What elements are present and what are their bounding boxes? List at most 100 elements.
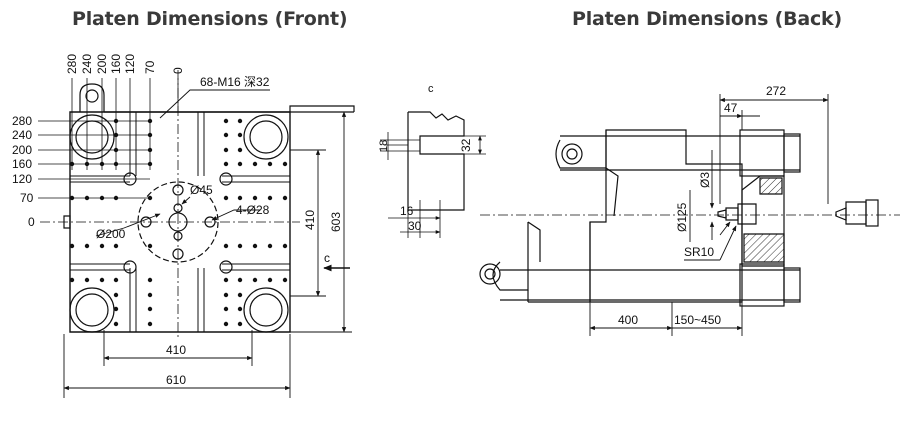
front-left-scale (38, 120, 150, 199)
thread-hole (223, 277, 229, 283)
thread-hole (223, 243, 229, 249)
thread-hole (84, 277, 90, 283)
detail-dim-32: 32 (459, 138, 473, 152)
front-annotations (95, 89, 270, 237)
front-top-scale (71, 78, 179, 170)
thread-hole (237, 161, 243, 167)
front-dimensions (63, 111, 352, 398)
back-dimensions (589, 94, 829, 336)
thread-hole (282, 195, 288, 201)
thread-hole (237, 243, 243, 249)
thread-hole (282, 277, 288, 283)
thread-hole (223, 195, 229, 201)
thread-hole (282, 243, 288, 249)
locating-ring-circle (137, 181, 219, 263)
dia-200-label: Ø200 (96, 227, 126, 241)
top-scale-200: 200 (95, 54, 109, 74)
back-title: Platen Dimensions (Back) (572, 8, 842, 30)
top-scale-70: 70 (143, 60, 157, 74)
dim-603: 603 (329, 212, 343, 232)
left-scale-160: 160 (12, 157, 32, 171)
dia-45-label: Ø45 (190, 183, 213, 197)
dim-410-horizontal: 410 (166, 343, 186, 357)
thread-hole (237, 195, 243, 201)
thread-note: 68-M16 深32 (200, 75, 270, 89)
thread-hole (147, 243, 153, 249)
thread-hole (252, 277, 258, 283)
thread-hole (237, 306, 243, 312)
thread-hole (237, 147, 243, 153)
thread-hole (147, 292, 153, 298)
back-sr10: SR10 (684, 245, 714, 259)
thread-hole (69, 277, 75, 283)
left-scale-240: 240 (12, 128, 32, 142)
detail-label-c: c (428, 83, 434, 95)
thread-hole (223, 321, 229, 327)
back-dim-272: 272 (766, 84, 786, 98)
thread-hole (223, 132, 229, 138)
thread-hole (99, 277, 105, 283)
thread-hole (237, 277, 243, 283)
platen-ear (79, 83, 105, 112)
left-scale-70: 70 (20, 191, 34, 205)
top-scale-240: 240 (80, 54, 94, 74)
t-slots (70, 112, 290, 332)
thread-hole (113, 243, 119, 249)
detail-dim-18: 18 (378, 140, 390, 152)
back-dim-150-450: 150~450 (674, 313, 721, 327)
top-scale-280: 280 (65, 54, 79, 74)
thread-hole (113, 277, 119, 283)
thread-hole (113, 321, 119, 327)
thread-hole (237, 118, 243, 124)
left-scale-120: 120 (12, 172, 32, 186)
thread-hole (113, 306, 119, 312)
thread-hole (147, 321, 153, 327)
thread-hole (237, 292, 243, 298)
left-scale-0: 0 (28, 215, 35, 229)
back-dia-3: Ø3 (698, 172, 712, 188)
back-dim-400: 400 (618, 313, 638, 327)
thread-hole (223, 306, 229, 312)
thread-hole (252, 195, 258, 201)
thread-hole (147, 277, 153, 283)
t-slot-detail-view (380, 111, 486, 238)
front-left-scale-labels: 280 240 200 160 120 70 0 (12, 114, 35, 229)
thread-hole (223, 147, 229, 153)
left-scale-200: 200 (12, 143, 32, 157)
thread-hole (223, 292, 229, 298)
thread-hole (282, 161, 288, 167)
back-platen-view (479, 129, 900, 307)
thread-hole (99, 243, 105, 249)
top-scale-0: 0 (171, 67, 185, 74)
thread-hole (252, 243, 258, 249)
thread-hole (237, 321, 243, 327)
front-top-scale-labels: 280 240 200 160 120 70 0 (65, 54, 185, 74)
thread-hole (223, 161, 229, 167)
thread-hole (267, 195, 273, 201)
thread-hole (267, 277, 273, 283)
dim-410-vertical: 410 (303, 210, 317, 230)
thread-hole (267, 243, 273, 249)
back-dim-47: 47 (724, 101, 738, 115)
thread-hole (69, 243, 75, 249)
thread-hole (113, 292, 119, 298)
detail-dim-16: 16 (400, 204, 414, 218)
thread-hole (252, 161, 258, 167)
dim-610: 610 (166, 373, 186, 387)
left-scale-280: 280 (12, 114, 32, 128)
thread-hole (237, 132, 243, 138)
front-title: Platen Dimensions (Front) (72, 8, 348, 30)
top-scale-120: 120 (123, 54, 137, 74)
tie-bar-holes (69, 114, 289, 333)
dia-28-label: 4-Ø28 (236, 203, 270, 217)
front-platen-view (40, 70, 355, 340)
thread-hole-grid (69, 118, 288, 327)
section-mark-c: c (324, 251, 330, 265)
thread-hole (267, 161, 273, 167)
detail-dim-30: 30 (408, 219, 422, 233)
thread-hole (147, 306, 153, 312)
top-scale-160: 160 (109, 54, 123, 74)
thread-hole (84, 243, 90, 249)
thread-hole (223, 118, 229, 124)
